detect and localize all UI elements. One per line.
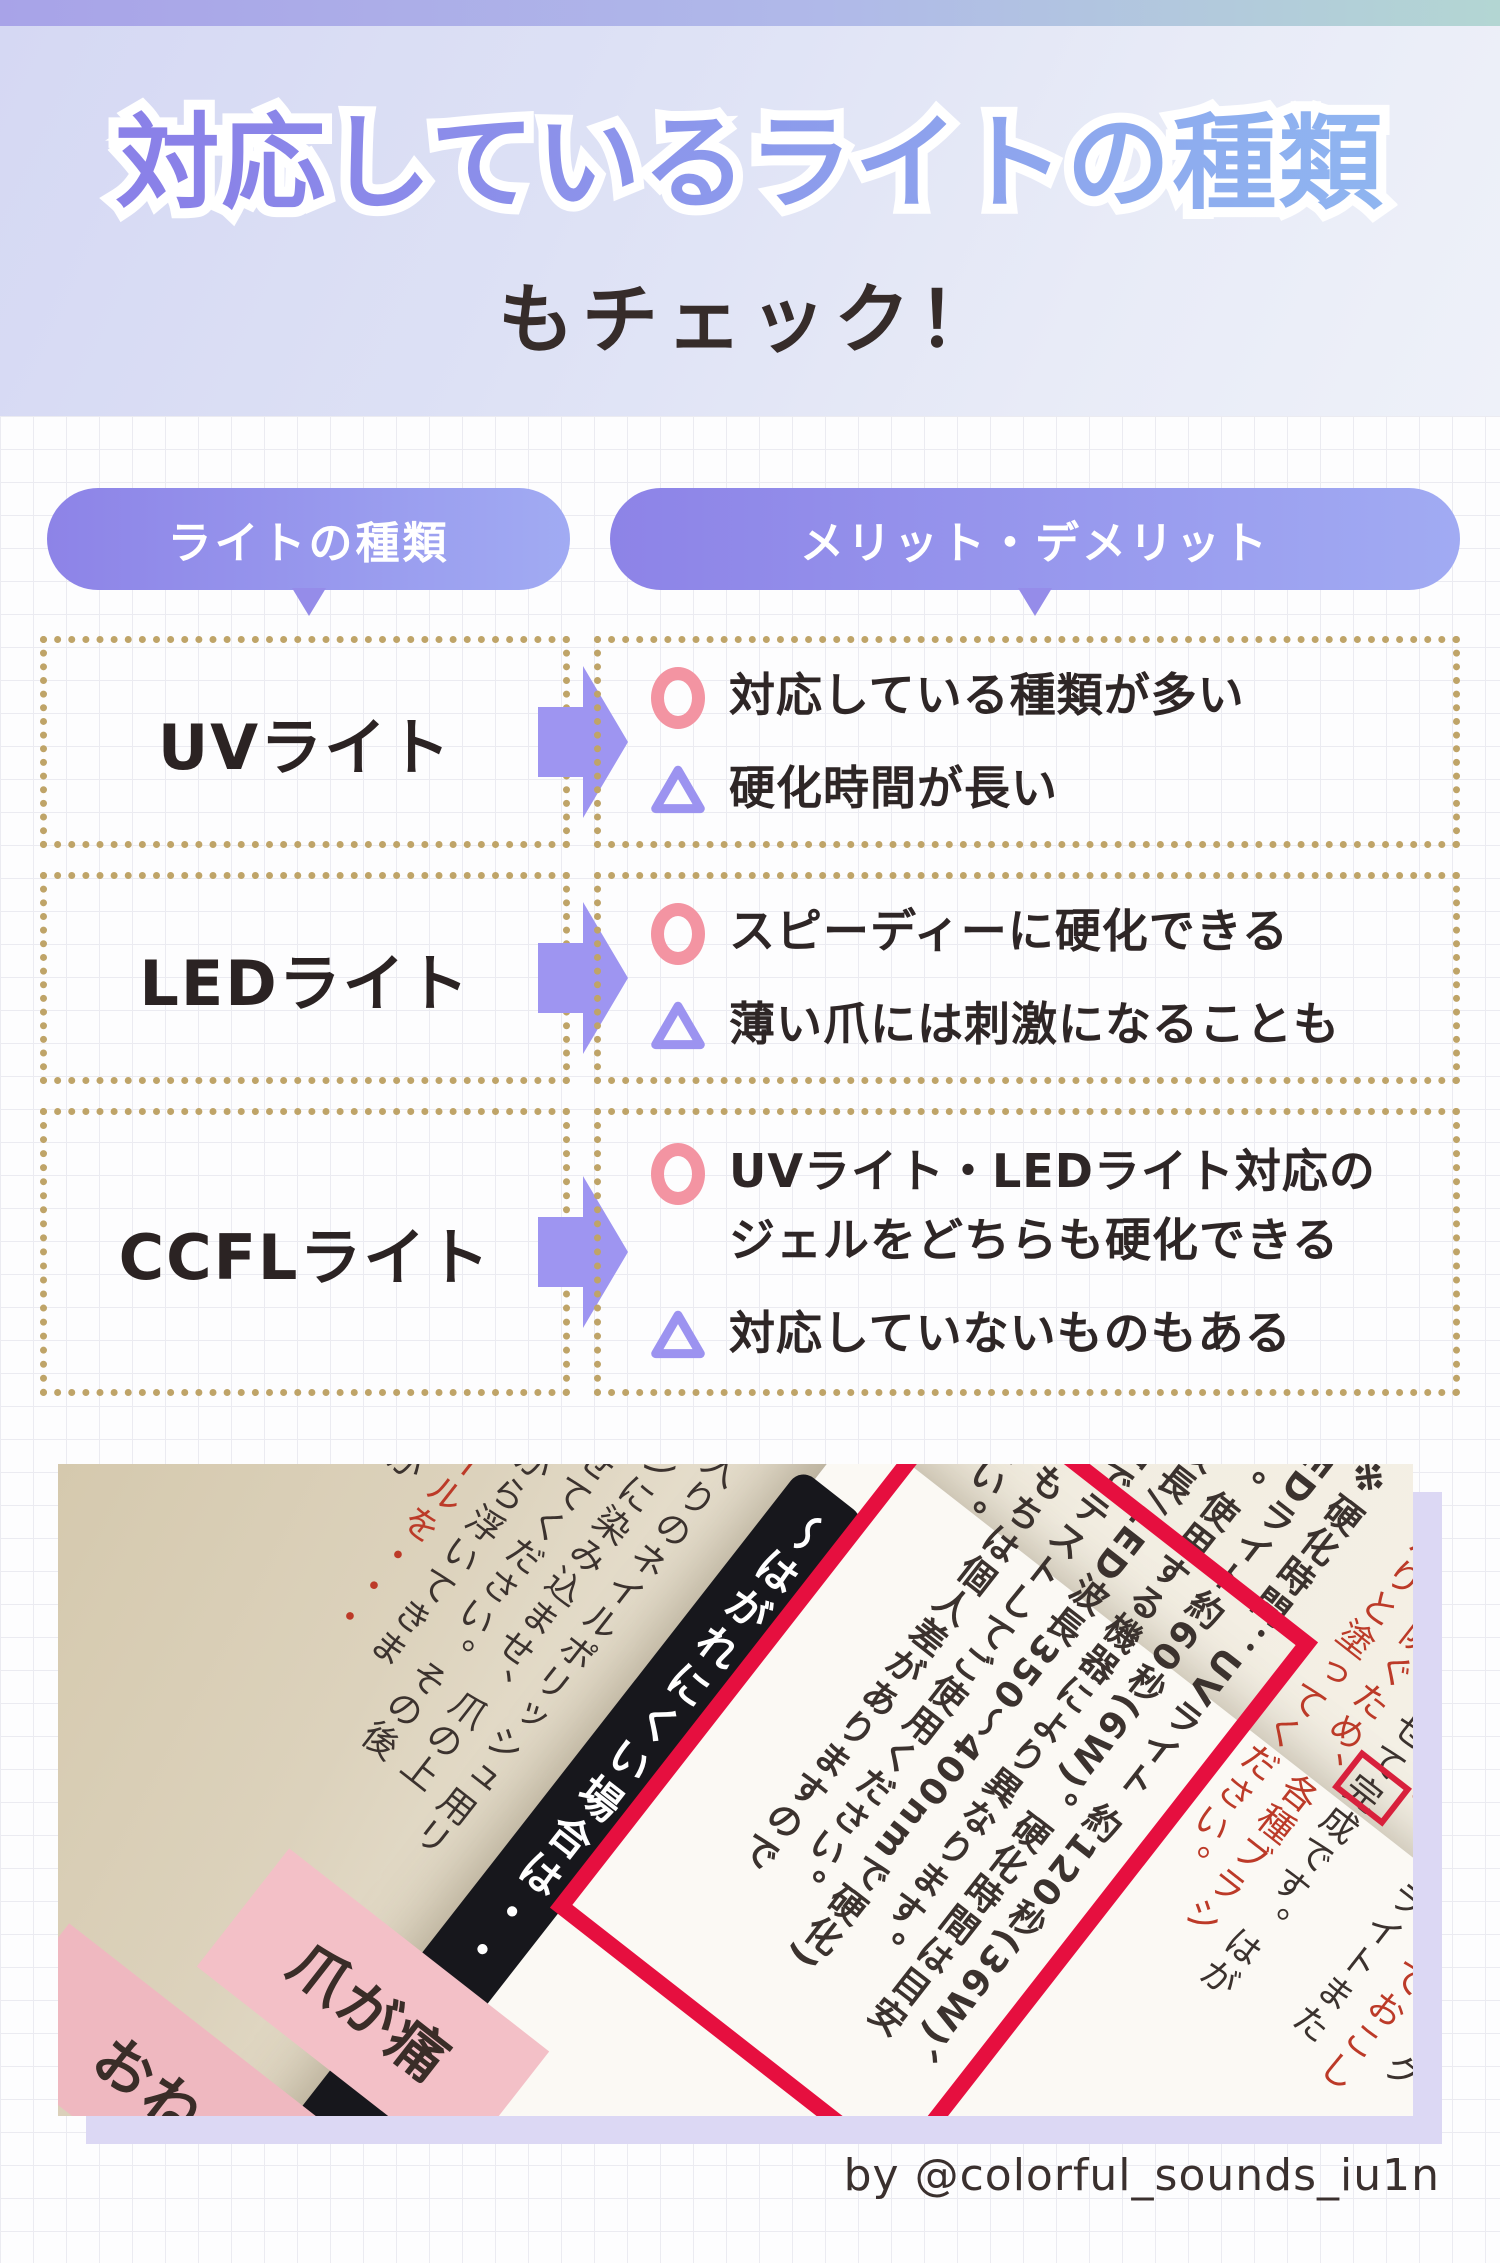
triangle-con-icon bbox=[651, 765, 705, 814]
merit-box: スピーディーに硬化できる 薄い爪には刺激になることも bbox=[594, 872, 1460, 1084]
merit-item-text: ジェルをどちらも硬化できる bbox=[729, 1212, 1340, 1267]
light-type-box: LEDライト bbox=[40, 872, 570, 1084]
page-title: 対応しているライトの種類 対応しているライトの種類 bbox=[0, 78, 1500, 248]
column-header-light-type: ライトの種類 bbox=[47, 488, 570, 590]
top-gradient-bar bbox=[0, 0, 1500, 26]
pointer-down-icon bbox=[1018, 588, 1052, 616]
light-type-label: CCFLライト bbox=[118, 1221, 492, 1294]
merit-item: スピーディーに硬化できる bbox=[651, 897, 1453, 966]
demerit-item: 対応していないものもある bbox=[651, 1299, 1453, 1368]
light-type-label: UVライト bbox=[157, 711, 453, 784]
credit-text: by @colorful_sounds_iu1n bbox=[843, 2150, 1440, 2201]
circle-pro-icon bbox=[651, 667, 705, 729]
triangle-con-icon bbox=[651, 1001, 705, 1050]
circle-pro-icon bbox=[651, 903, 705, 965]
header: 対応しているライトの種類 対応しているライトの種類 もチェック！ bbox=[0, 26, 1500, 416]
light-type-box: CCFLライト bbox=[40, 1108, 570, 1396]
column-header-merit-demerit-label: メリット・デメリット bbox=[800, 518, 1270, 569]
merit-box: 対応している種類が多い 硬化時間が長い bbox=[594, 636, 1460, 848]
pointer-down-icon bbox=[292, 588, 326, 616]
demerit-item-text: 対応していないものもある bbox=[729, 1305, 1292, 1360]
light-type-box: UVライト bbox=[40, 636, 570, 848]
circle-pro-icon bbox=[651, 1142, 705, 1205]
table-row-ccfl: CCFLライト UVライト・LEDライト対応の ジェルをどちらも硬化できる 対応… bbox=[0, 1108, 1500, 1396]
merit-item: 対応している種類が多い bbox=[651, 661, 1453, 730]
column-header-merit-demerit: メリット・デメリット bbox=[610, 488, 1460, 590]
merit-item: UVライト・LEDライト対応の ジェルをどちらも硬化できる bbox=[651, 1137, 1453, 1275]
demerit-item: 薄い爪には刺激になることも bbox=[651, 990, 1453, 1059]
merit-box: UVライト・LEDライト対応の ジェルをどちらも硬化できる 対応していないものも… bbox=[594, 1108, 1460, 1396]
table-row-uv: UVライト 対応している種類が多い 硬化時間が長い bbox=[0, 636, 1500, 848]
product-photo: ①アセトン入りのネイルポリッシュ用リ バーをコットンに染み込ませ、爪の上 らく乗… bbox=[58, 1464, 1413, 2116]
merit-item-text: スピーディーに硬化できる bbox=[729, 904, 1289, 958]
demerit-item-text: 薄い爪には刺激になることも bbox=[729, 997, 1340, 1051]
page-subtitle: もチェック！ bbox=[498, 275, 1002, 364]
demerit-item: 硬化時間が長い bbox=[651, 754, 1453, 823]
merit-item-text: UVライト・LEDライト対応の bbox=[729, 1143, 1376, 1198]
page-title-text: 対応しているライトの種類 bbox=[0, 78, 1500, 248]
demerit-item-text: 硬化時間が長い bbox=[729, 761, 1058, 815]
triangle-con-icon bbox=[651, 1310, 705, 1358]
merit-item-text: 対応している種類が多い bbox=[729, 668, 1245, 722]
light-type-label: LEDライト bbox=[139, 947, 471, 1020]
table-row-led: LEDライト スピーディーに硬化できる 薄い爪には刺激になることも bbox=[0, 872, 1500, 1084]
column-header-light-type-label: ライトの種類 bbox=[167, 518, 450, 569]
page-title-outline: 対応しているライトの種類 bbox=[0, 78, 1500, 248]
